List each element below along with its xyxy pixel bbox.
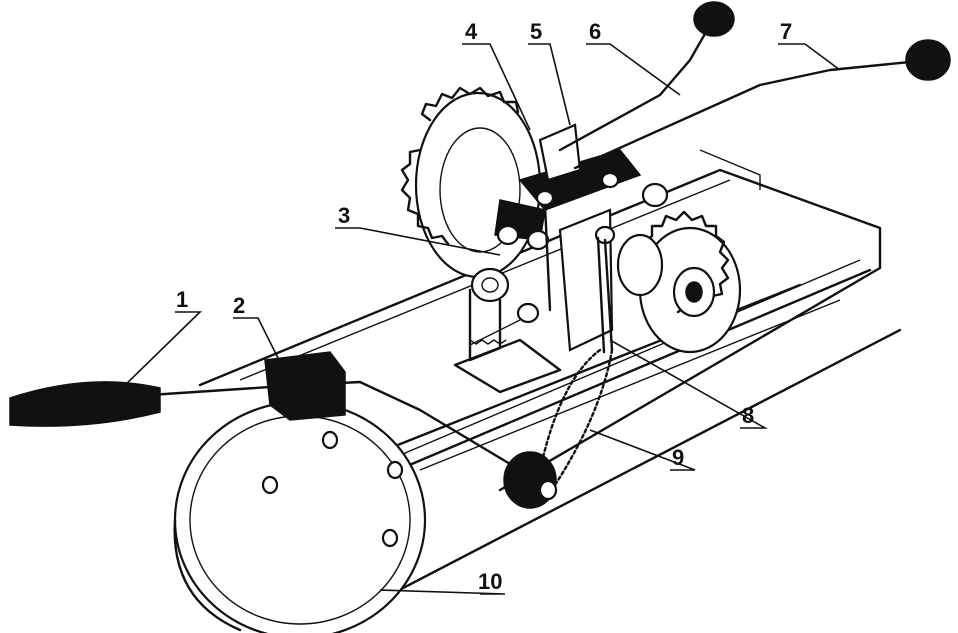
lever-7	[573, 39, 951, 170]
vertical-links	[543, 203, 614, 354]
callout-9: 9	[672, 445, 684, 470]
callout-3: 3	[338, 203, 350, 228]
callout-6: 6	[589, 19, 601, 44]
callout-2: 2	[233, 293, 245, 318]
handle-bracket-icon	[264, 351, 346, 421]
callout-8: 8	[742, 403, 754, 428]
central-bracket	[453, 208, 614, 394]
callout-7: 7	[780, 19, 792, 44]
callout-5: 5	[530, 19, 542, 44]
callout-10: 10	[478, 569, 502, 594]
callout-1: 1	[176, 287, 188, 312]
right-sprocket	[616, 210, 742, 354]
callout-4: 4	[465, 19, 478, 44]
lever-7-knob-icon	[905, 39, 951, 81]
large-disc	[173, 400, 427, 633]
lever-6-knob-icon	[693, 1, 735, 37]
leader-lines	[119, 43, 841, 595]
lever-6	[558, 1, 735, 152]
callout-labels: 1 2 3 4 5 6 7 8 9 10	[176, 19, 792, 594]
chain	[538, 348, 614, 502]
lever-mount-block	[494, 123, 669, 251]
grip-icon	[9, 381, 161, 427]
main-handle-lever	[9, 351, 558, 509]
